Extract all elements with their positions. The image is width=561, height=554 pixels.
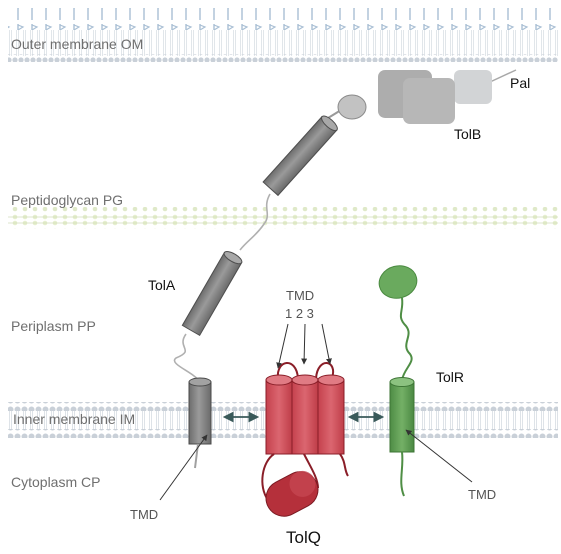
om-lipid-heads <box>8 54 558 62</box>
tolq-label: TolQ <box>286 528 321 547</box>
tolr-protein <box>378 265 418 497</box>
outer-membrane <box>8 8 558 62</box>
inner-membrane-label: Inner membrane IM <box>13 411 135 427</box>
tolq-protein <box>261 362 349 517</box>
peptidoglycan-label: Peptidoglycan PG <box>11 192 123 208</box>
tmd2-pointer <box>301 323 308 365</box>
tmd3-pointer <box>321 323 332 365</box>
tmd1-pointer <box>276 323 289 369</box>
tolr-tmd-pointer <box>405 429 473 483</box>
tolb-label: TolB <box>454 126 481 142</box>
outer-membrane-label: Outer membrane OM <box>11 36 143 52</box>
tmd-numbers: 1 2 3 <box>285 306 314 321</box>
periplasm-label: Periplasm PP <box>11 318 96 334</box>
tola-label: TolA <box>148 277 176 293</box>
tmd-title: TMD <box>286 288 314 303</box>
tolr-tmd-label: TMD <box>468 487 496 502</box>
pal-protein <box>454 69 517 104</box>
peptidoglycan-layer <box>8 207 558 229</box>
lipopolysaccharide-layer <box>8 8 558 30</box>
tola-tmd-pointer <box>159 434 208 501</box>
tola-tmd-label: TMD <box>130 507 158 522</box>
tolr-label: TolR <box>436 369 464 385</box>
pal-label: Pal <box>510 75 530 91</box>
tolb-protein <box>378 70 455 124</box>
om-lipid-tails <box>8 30 558 56</box>
tola-protein <box>173 94 367 469</box>
cytoplasm-label: Cytoplasm CP <box>11 474 100 490</box>
